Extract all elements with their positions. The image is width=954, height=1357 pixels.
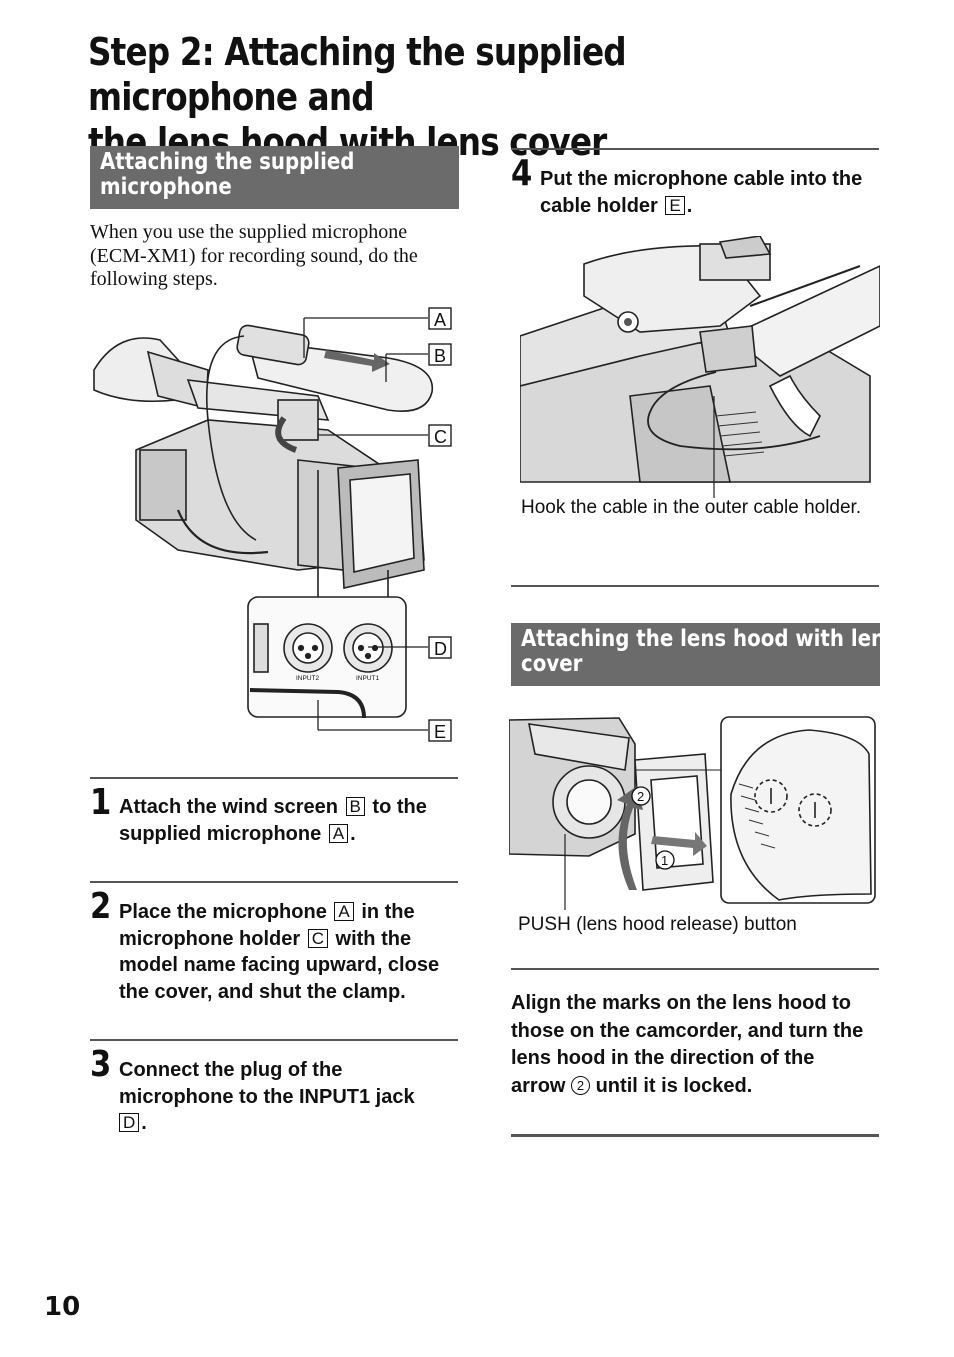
figure-label-a: A [434, 310, 446, 330]
align-line2: those on the camcorder, and turn the [511, 1019, 864, 1042]
figure-label-b: B [434, 346, 446, 366]
align-line1: Align the marks on the lens hood to [511, 992, 852, 1014]
step-number: 4 [511, 153, 533, 194]
hood-mark-2: 2 [637, 789, 644, 804]
circled-number-2: 2 [571, 1075, 591, 1095]
step-3-line2: microphone to the INPUT1 jack [119, 1085, 415, 1108]
step-2-text-b: in the [361, 901, 415, 923]
label-box-a: A [334, 902, 354, 921]
step-2-line3: model name facing upward, close [119, 954, 440, 976]
step-4-text: Put the microphone cable into the cable … [540, 166, 880, 219]
figure-label-e: E [434, 722, 446, 742]
step-4-line1: Put the microphone cable into the [540, 168, 863, 190]
divider [90, 1039, 458, 1041]
hood-mark-1: 1 [661, 853, 668, 868]
page-title-line1: Step 2: Attaching the supplied microphon… [88, 30, 627, 119]
step-4-text-a: cable holder [540, 194, 658, 217]
divider [90, 881, 458, 883]
figure-label-c: C [434, 427, 447, 447]
step-4-text-end: . [686, 194, 693, 217]
label-box-c: C [307, 928, 328, 948]
section-heading-line1: Attaching the lens hood with lens [521, 626, 897, 652]
intro-line2: (ECM-XM1) for recording sound, do the [90, 244, 418, 267]
section-heading-microphone: Attaching the supplied microphone [90, 146, 459, 209]
page-title: Step 2: Attaching the supplied microphon… [88, 30, 776, 165]
step-number: 1 [90, 782, 112, 823]
section-heading-line2: cover [521, 651, 583, 677]
section-heading-line2: microphone [100, 174, 232, 200]
align-instruction: Align the marks on the lens hood to thos… [511, 990, 881, 1100]
cable-holder-figure [520, 236, 880, 498]
label-box-d: D [119, 1113, 140, 1132]
divider [511, 968, 879, 970]
divider [511, 1134, 879, 1137]
page-number: 10 [44, 1292, 81, 1322]
align-text-b: until it is locked. [595, 1074, 753, 1097]
divider [511, 148, 879, 150]
step-3-text: Connect the plug of the microphone to th… [119, 1057, 459, 1137]
align-text-a: arrow [511, 1074, 566, 1097]
step-3-text-end: . [141, 1112, 147, 1134]
intro-line1: When you use the supplied microphone [90, 221, 408, 243]
figure-label-d: D [434, 639, 447, 659]
label-box-a: A [328, 823, 349, 843]
step-2-text-d: with the [335, 927, 412, 950]
intro-line3: following steps. [90, 268, 218, 290]
camcorder-microphone-figure: A B C D E INPUT2 INPUT1 [93, 307, 452, 742]
jack-label-input1: INPUT1 [356, 675, 380, 682]
step-1-text: Attach the wind screen B to the supplied… [119, 794, 459, 847]
step-1-text-d: . [350, 822, 356, 845]
divider [90, 777, 458, 779]
step-2-text-c: microphone holder [119, 927, 301, 950]
step-number: 2 [90, 886, 112, 927]
jack-label-input2: INPUT2 [296, 675, 320, 682]
step-1-text-b: to the [372, 796, 427, 818]
hood-figure-caption: PUSH (lens hood release) button [518, 914, 797, 935]
label-box-b: B [345, 797, 365, 816]
section-heading-lens-hood: Attaching the lens hood with lens cover [511, 623, 897, 686]
intro-paragraph: When you use the supplied microphone (EC… [90, 221, 460, 292]
cable-figure-caption: Hook the cable in the outer cable holder… [521, 497, 862, 518]
step-1-text-a: Attach the wind screen [119, 796, 338, 818]
step-1-text-c: supplied microphone [119, 822, 322, 845]
step-2-line4: the cover, and shut the clamp. [119, 980, 406, 1003]
align-line3: lens hood in the direction of the [511, 1047, 815, 1069]
divider [511, 585, 879, 587]
step-3-line1: Connect the plug of the [119, 1059, 343, 1081]
step-2-text: Place the microphone A in the microphone… [119, 899, 459, 1005]
section-heading-line1: Attaching the supplied [100, 149, 355, 175]
step-number: 3 [90, 1044, 112, 1085]
lens-hood-figure: 2 1 [509, 716, 876, 910]
label-box-e: E [665, 195, 685, 215]
step-2-text-a: Place the microphone [119, 901, 327, 923]
